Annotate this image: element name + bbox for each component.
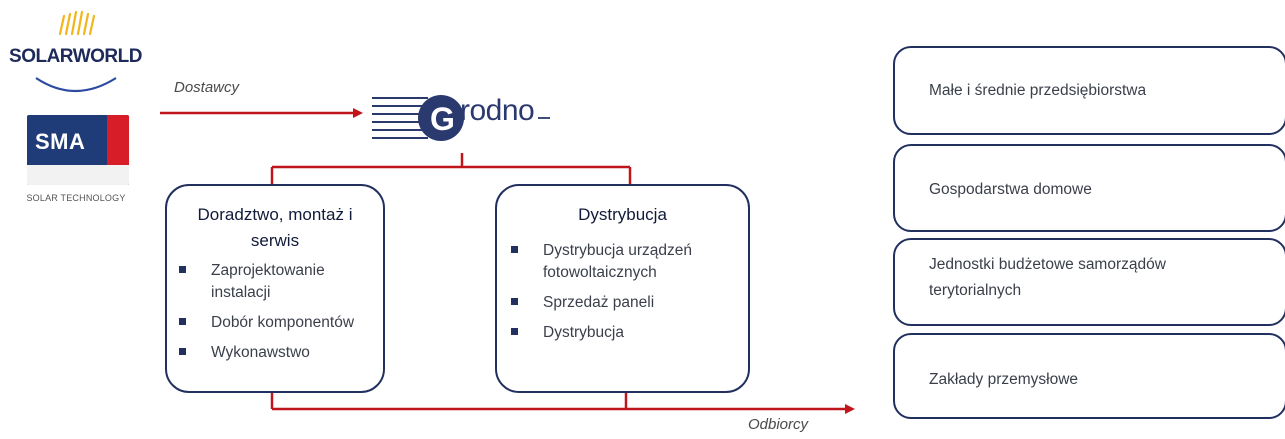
service-box-title: Doradztwo, montaż i serwis xyxy=(197,205,353,250)
grodno-wordmark: rodno xyxy=(460,94,535,127)
service-box-distribution: Dystrybucja Dystrybucja urządzeń fotowol… xyxy=(495,184,750,393)
sma-bottom-band xyxy=(27,165,129,185)
service-item-list: Dystrybucja urządzeń fotowoltaicznych Sp… xyxy=(501,240,708,352)
customer-label: Małe i średnie przedsiębiorstwa xyxy=(929,82,1147,99)
bullet-square-icon xyxy=(511,328,518,335)
service-item-list: Zaprojektowanie instalacji Dobór kompone… xyxy=(169,260,375,372)
list-item: Sprzedaż paneli xyxy=(501,292,708,314)
solarworld-wordmark: SOLARWORLD xyxy=(9,46,142,67)
customer-label: Zakłady przemysłowe xyxy=(929,371,1079,388)
customer-box-sme: Małe i średnie przedsiębiorstwa xyxy=(893,46,1285,135)
bullet-square-icon xyxy=(511,246,518,253)
list-item: Dystrybucja urządzeń fotowoltaicznych xyxy=(501,240,708,284)
suppliers-label: Dostawcy xyxy=(174,79,240,96)
solarworld-logo: SOLARWORLD xyxy=(8,6,143,106)
customer-label: Gospodarstwa domowe xyxy=(929,181,1092,198)
sma-logo: SMA xyxy=(27,115,129,185)
customer-label: Jednostki budżetowe samorządów terytoria… xyxy=(929,256,1166,299)
sma-subtitle: SOLAR TECHNOLOGY xyxy=(26,193,126,203)
customer-box-local-government: Jednostki budżetowe samorządów terytoria… xyxy=(893,238,1285,326)
list-item: Dobór komponentów xyxy=(169,312,375,334)
sma-wordmark: SMA xyxy=(35,129,86,154)
bullet-square-icon xyxy=(179,266,186,273)
service-box-title: Dystrybucja xyxy=(578,205,667,224)
svg-text:G: G xyxy=(430,101,455,137)
customer-box-industrial: Zakłady przemysłowe xyxy=(893,333,1285,419)
bullet-square-icon xyxy=(179,318,186,325)
bullet-square-icon xyxy=(179,348,186,355)
service-box-consulting: Doradztwo, montaż i serwis Zaprojektowan… xyxy=(165,184,385,393)
customers-label: Odbiorcy xyxy=(748,416,809,433)
bullet-square-icon xyxy=(511,298,518,305)
customer-box-households: Gospodarstwa domowe xyxy=(893,144,1285,232)
list-item: Zaprojektowanie instalacji xyxy=(169,260,375,304)
list-item: Wykonawstwo xyxy=(169,342,375,364)
grodno-logo: G rodno xyxy=(368,84,588,154)
list-item: Dystrybucja xyxy=(501,322,708,344)
